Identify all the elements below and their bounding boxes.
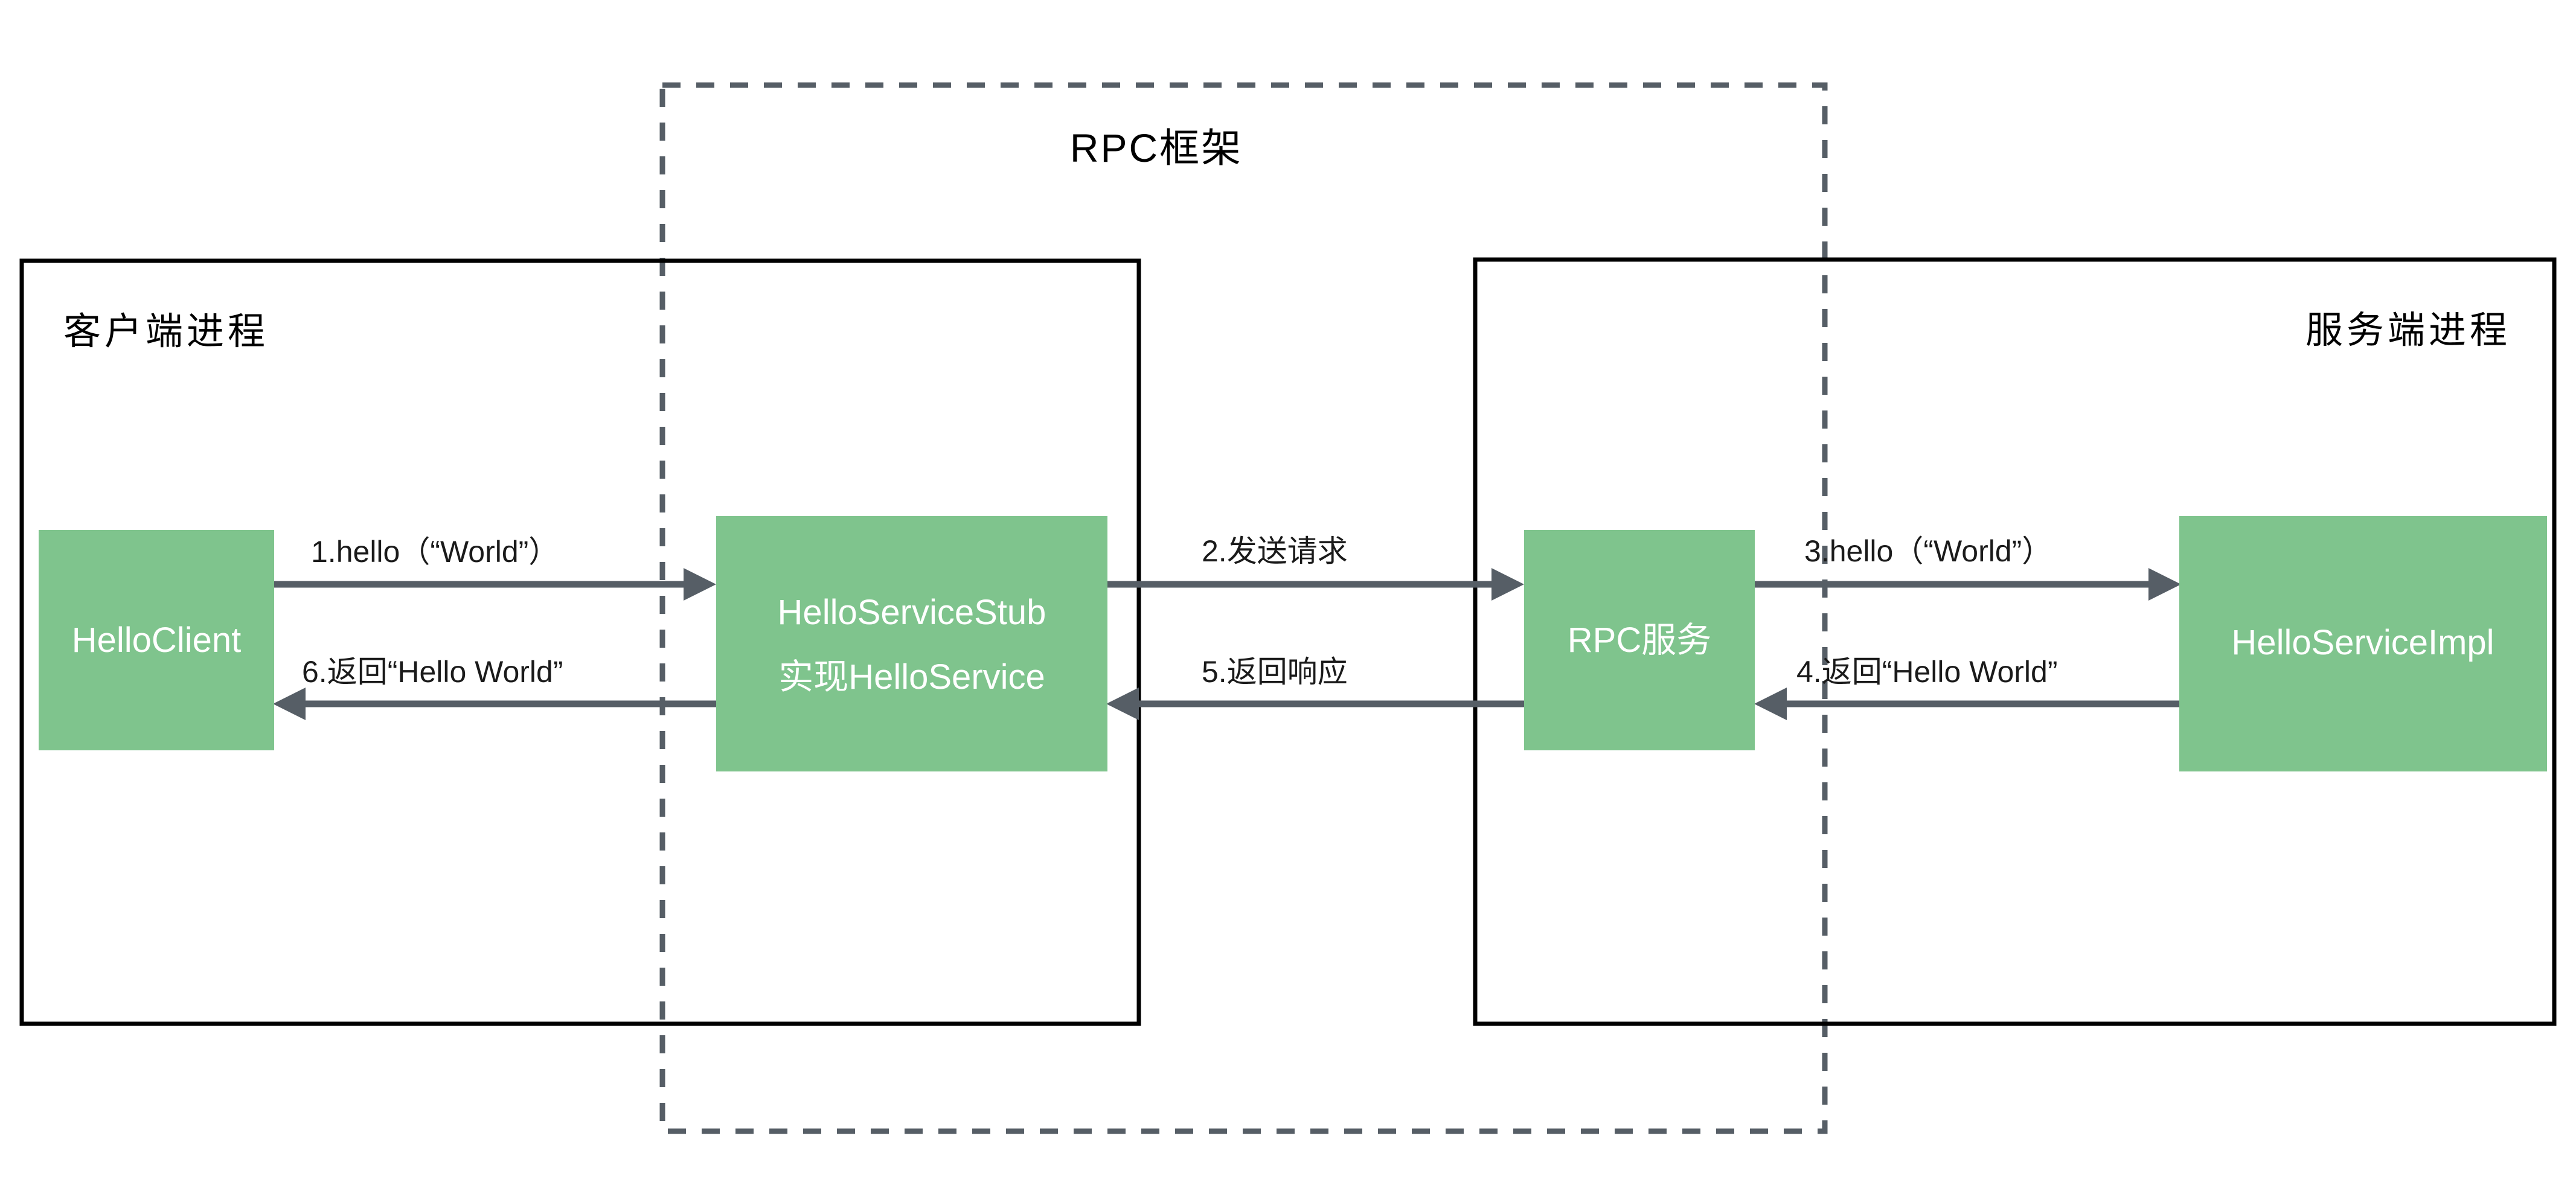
node-rpc-service[interactable]: RPC服务 [1524,530,1755,750]
server-process-label: 服务端进程 [2305,310,2511,351]
hello-service-stub-box[interactable] [716,516,1107,771]
hello-client-label: HelloClient [72,621,241,660]
node-hello-service-stub[interactable]: HelloServiceStub 实现HelloService [716,516,1107,771]
framework-title: RPC框架 [1070,126,1243,170]
hello-service-stub-label-line2: 实现HelloService [778,657,1045,697]
edge-6-arrowhead [273,688,306,720]
edge-1-arrowhead [684,568,716,601]
edge-4-label: 4.返回“Hello World” [1796,655,2058,689]
edge-6-label: 6.返回“Hello World” [302,655,563,689]
edge-3-label: 3.hello（“World”） [1804,534,2052,568]
edge-4-arrowhead [1754,688,1787,720]
edge-5-arrowhead [1106,688,1139,720]
client-process-boundary [19,258,1141,1026]
edge-1-label: 1.hello（“World”） [311,535,559,569]
edge-2-arrowhead [1491,568,1524,601]
edge-3-arrowhead [2148,568,2181,601]
edge-5-label: 5.返回响应 [1202,655,1348,689]
rpc-framework-boundary [659,82,1828,1134]
hello-client-box[interactable] [39,530,274,750]
rpc-service-box[interactable] [1524,530,1755,750]
edge-2-label: 2.发送请求 [1202,534,1348,568]
hello-service-impl-box[interactable] [2179,516,2547,771]
node-hello-client[interactable]: HelloClient [39,530,274,750]
client-process-label: 客户端进程 [63,311,269,353]
node-hello-service-impl[interactable]: HelloServiceImpl [2179,516,2547,771]
server-process-boundary [1473,257,2557,1026]
hello-service-stub-label-line1: HelloServiceStub [778,593,1046,632]
hello-service-impl-label: HelloServiceImpl [2231,623,2494,662]
rpc-service-label: RPC服务 [1568,621,1711,660]
